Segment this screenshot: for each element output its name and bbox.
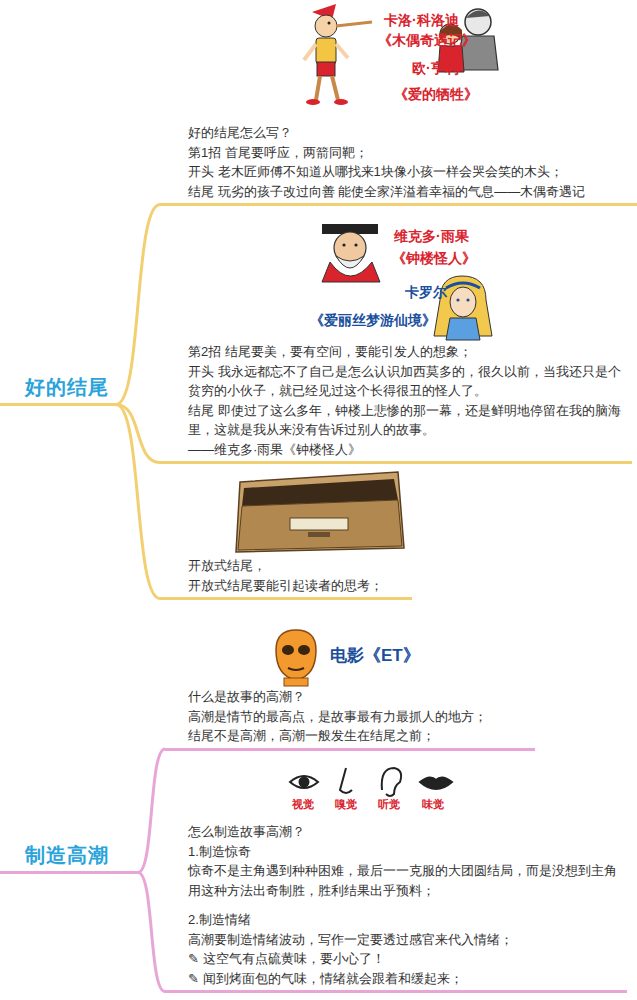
text-line: ——维克多·雨果《钟楼怪人》 (188, 440, 628, 460)
topic-block: 怎么制造故事高潮？1.制造惊奇惊奇不是主角遇到种种困难，最后一一克服的大团圆结局… (165, 822, 627, 993)
picture-caption: 味觉 (422, 797, 444, 812)
text-line: 高潮要制造情绪波动，写作一定要透过感官来代入情绪； (188, 930, 623, 950)
branch-connector (138, 873, 165, 992)
text-line: 什么是故事的高潮？ (188, 687, 531, 707)
branch-title: 好的结尾 (25, 374, 112, 400)
picture-caption: 欧·亨利 (412, 60, 459, 78)
sense-icons (290, 768, 452, 796)
text-line: 第1招 首尾要呼应，两箭同靶； (188, 143, 633, 163)
text-line: 开头 老木匠师傅不知道从哪找来1块像小孩一样会哭会笑的木头； (188, 162, 633, 182)
et-face (276, 630, 316, 686)
picture-caption: 卡洛·科洛迪 (384, 12, 459, 30)
picture-caption: 视觉 (292, 797, 314, 812)
branch-connector (138, 749, 165, 873)
text-line: 怎么制造故事高潮？ (188, 822, 623, 842)
topic-block: 开放式结尾，开放式结尾要能引起读者的思考； (160, 556, 412, 600)
text-line: 结尾 玩劣的孩子改过向善 能使全家洋溢着幸福的气息——木偶奇遇记 (188, 182, 633, 202)
text-line: 结尾不是高潮，高潮一般发生在结尾之前； (188, 726, 531, 746)
branch-connector (116, 205, 160, 405)
picture-caption: 听觉 (378, 797, 400, 812)
text-line: 结尾 即使过了这么多年，钟楼上悲惨的那一幕，还是鲜明地停留在我的脑海里，这就是我… (188, 401, 628, 440)
picture-caption: 《木偶奇遇记》 (378, 32, 476, 50)
text-line: 2.制造情绪 (188, 910, 623, 930)
picture-caption: 《爱的牺牲》 (394, 86, 478, 104)
drawer-picture (236, 472, 404, 552)
hugo-portrait (322, 224, 380, 282)
picture-caption: 嗅觉 (335, 797, 357, 812)
branch-label: 好的结尾 (0, 374, 116, 406)
text-line: 开放式结尾要能引起读者的思考； (188, 576, 408, 596)
picture-caption: 《爱丽丝梦游仙境》 (310, 312, 436, 330)
branch-connector (116, 405, 160, 599)
text-line: 开放式结尾， (188, 556, 408, 576)
text-line: ✎ 闻到烤面包的气味，情绪就会跟着和缓起来； (188, 969, 623, 989)
topic-block: 什么是故事的高潮？高潮是情节的最高点，是故事最有力最抓人的地方；结尾不是高潮，高… (165, 687, 535, 751)
text-line: 1.制造惊奇 (188, 842, 623, 862)
topic-block: 好的结尾怎么写？第1招 首尾要呼应，两箭同靶；开头 老木匠师傅不知道从哪找来1块… (160, 123, 637, 206)
picture-caption: 《钟楼怪人》 (392, 250, 476, 268)
text-line: 开头 我永远都忘不了自己是怎么认识加西莫多的，很久以前，当我还只是个贫穷的小伙子… (188, 362, 628, 401)
pinocchio-figure (304, 4, 372, 105)
topic-block: 第2招 结尾要美，要有空间，要能引发人的想象；开头 我永远都忘不了自己是怎么认识… (160, 342, 632, 464)
branch-label: 制造高潮 (0, 842, 138, 874)
text-line: ✎ 这空气有点硫黄味，要小心了！ (188, 949, 623, 969)
text-line: 惊奇不是主角遇到种种困难，最后一一克服的大团圆结局，而是没想到主角用这种方法出奇… (188, 861, 623, 900)
text-line: 好的结尾怎么写？ (188, 123, 633, 143)
text-line: 高潮是情节的最高点，是故事最有力最抓人的地方； (188, 707, 531, 727)
picture-caption: 维克多·雨果 (394, 228, 469, 246)
picture-caption: 电影《ET》 (330, 644, 420, 667)
text-line: 第2招 结尾要美，要有空间，要能引发人的想象； (188, 342, 628, 362)
picture-caption: 卡罗尔 (405, 284, 447, 302)
branch-title: 制造高潮 (25, 842, 134, 868)
branch-connector (116, 405, 160, 463)
